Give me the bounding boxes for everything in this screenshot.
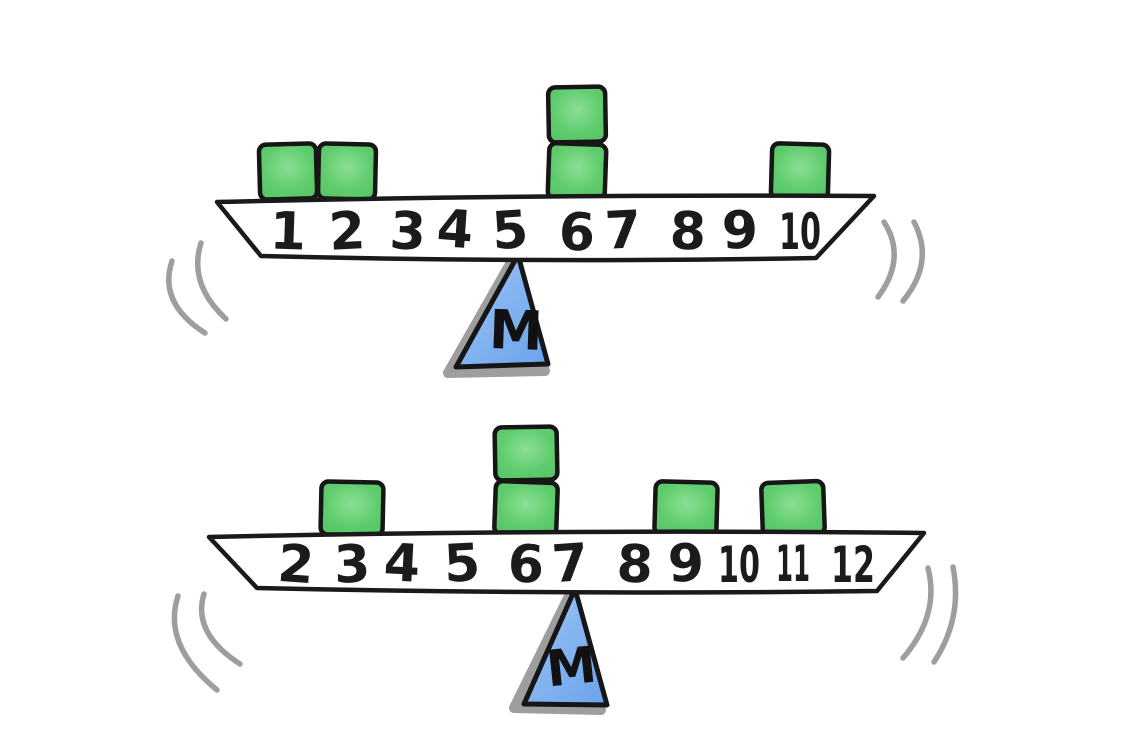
- motion-arc-icon: [900, 565, 934, 661]
- tick-label: 6: [558, 202, 596, 263]
- data-block: [545, 141, 609, 202]
- tick-label: 4: [382, 533, 421, 595]
- tick-label: 6: [507, 534, 545, 595]
- tick-label: 3: [333, 534, 371, 595]
- mean-label: M: [544, 636, 600, 699]
- bottom-balance: M 2 3 4 5 6 7 8 9 10 11 12: [171, 424, 959, 715]
- tick-label: 9: [721, 200, 759, 261]
- data-block: [768, 141, 832, 202]
- data-block: [652, 479, 720, 538]
- motion-arcs-right-bottom: [900, 564, 959, 665]
- beam-numbers-bottom: 2 3 4 5 6 7 8 9 10 11 12: [276, 533, 875, 596]
- data-block: [318, 479, 386, 538]
- tick-label: 3: [388, 201, 427, 263]
- beam-surface-bottom: [206, 529, 927, 595]
- tick-label: 9: [667, 533, 705, 594]
- tick-label: 10: [718, 536, 760, 594]
- motion-arcs-left-top: [166, 240, 229, 336]
- motion-arc-icon: [195, 240, 229, 322]
- data-block: [759, 478, 827, 539]
- tick-label: 8: [669, 201, 707, 262]
- blocks-bottom: [318, 424, 827, 539]
- beam-surface-top: [214, 193, 877, 263]
- motion-arc-icon: [198, 591, 243, 667]
- motion-arc-icon: [931, 564, 959, 665]
- tick-label: 8: [615, 534, 654, 596]
- fulcrum-triangle: [521, 586, 610, 708]
- tick-label: 1: [269, 201, 307, 262]
- tick-label: 5: [490, 200, 530, 262]
- fulcrum-top: M: [443, 252, 551, 378]
- data-block: [492, 478, 560, 539]
- tick-label: 2: [327, 201, 366, 263]
- top-balance: M 1 2 3 4 5 6 7 8 9 10: [166, 84, 926, 378]
- beam-numbers-top: 1 2 3 4 5 6 7 8 9 10: [269, 199, 821, 264]
- tick-label: 4: [435, 199, 475, 261]
- tick-label: 11: [776, 535, 810, 593]
- motion-arc-icon: [166, 258, 208, 336]
- data-block: [492, 424, 560, 483]
- tick-label: 12: [831, 536, 875, 594]
- mean-label: M: [488, 298, 544, 363]
- motion-arc-icon: [171, 593, 220, 693]
- tick-label: 2: [276, 534, 316, 596]
- tick-label: 7: [550, 533, 590, 595]
- tick-label: 5: [442, 533, 481, 595]
- motion-arcs-left-bottom: [171, 591, 243, 693]
- fulcrum-bottom: M: [509, 586, 610, 715]
- tick-label: 7: [603, 200, 642, 262]
- data-block: [545, 84, 609, 145]
- motion-arc-icon: [875, 219, 897, 300]
- data-block: [256, 141, 320, 202]
- motion-arcs-right-top: [875, 219, 926, 304]
- blocks-top: [256, 84, 832, 202]
- data-block: [315, 141, 379, 202]
- tick-label: 10: [779, 203, 821, 261]
- motion-arc-icon: [900, 219, 926, 304]
- fulcrum-triangle: [453, 252, 551, 370]
